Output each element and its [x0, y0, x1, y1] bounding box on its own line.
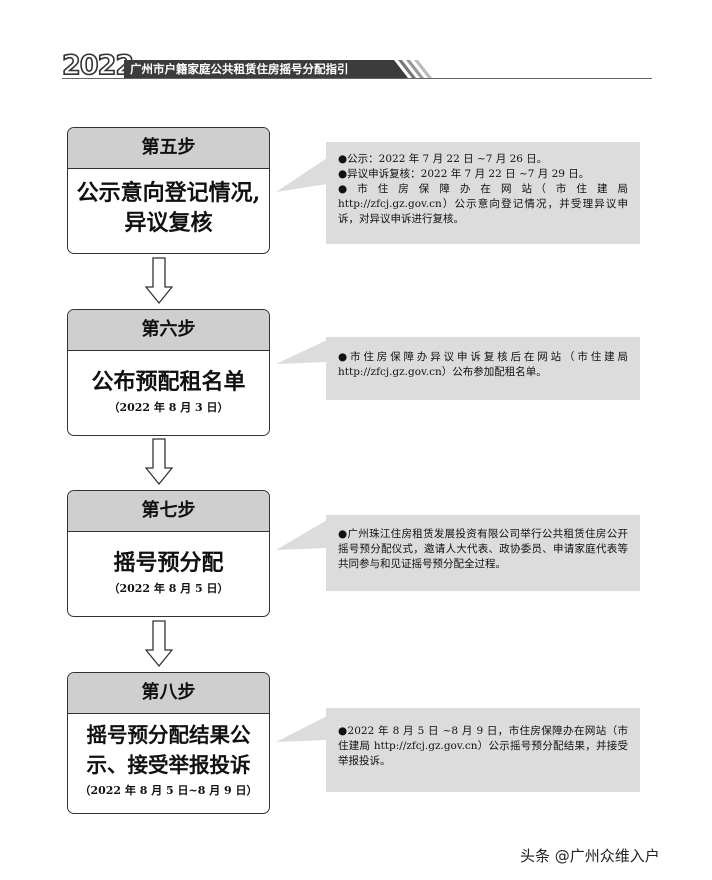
- step-8-title-line-2: 示、接受举报投诉: [86, 753, 251, 777]
- step-7-note-1: ●广州珠江住房租赁发展投资有限公司举行公共租赁住房公开摇号预分配仪式，邀请人大代…: [338, 528, 628, 570]
- watermark: 头条 @广州众维入户: [520, 847, 660, 865]
- step-5-title-line-1: 公示意向登记情况,: [76, 180, 261, 206]
- step-8-box: 第八步 摇号预分配结果公 示、接受举报投诉 （2022 年 8 月 5 日~8 …: [67, 672, 270, 814]
- down-arrow-icon: [145, 620, 173, 668]
- step-7-title: 摇号预分配: [113, 550, 224, 576]
- step-8-title-line-1: 摇号预分配结果公: [86, 723, 251, 747]
- step-6-date: （2022 年 8 月 3 日）: [108, 401, 229, 414]
- callout-tail: [276, 340, 327, 364]
- step-6-title: 公布预配租名单: [91, 369, 246, 395]
- step-5-callout: ●公示：2022 年 7 月 22 日 ~7 月 26 日。 ●异议申诉复核：2…: [326, 142, 640, 244]
- step-5-note-2: ●异议申诉复核：2022 年 7 月 22 日 ~7 月 29 日。: [338, 168, 590, 180]
- step-5-note-1: ●公示：2022 年 7 月 22 日 ~7 月 26 日。: [338, 153, 548, 165]
- step-7-callout: ●广州珠江住房租赁发展投资有限公司举行公共租赁住房公开摇号预分配仪式，邀请人大代…: [326, 515, 640, 591]
- step-6-label: 第六步: [68, 310, 269, 351]
- step-7-box: 第七步 摇号预分配 （2022 年 8 月 5 日）: [67, 490, 270, 617]
- step-8-date: （2022 年 8 月 5 日~8 月 9 日）: [79, 784, 258, 797]
- step-6-box: 第六步 公布预配租名单 （2022 年 8 月 3 日）: [67, 309, 270, 436]
- header-title: 广州市户籍家庭公共租赁住房摇号分配指引: [124, 60, 386, 78]
- step-5-note-3: ● 市 住 房 保 障 办 在 网 站（ 市 住 建 局 http://zfcj…: [338, 183, 628, 225]
- down-arrow-icon: [145, 257, 173, 305]
- down-arrow-icon: [145, 438, 173, 486]
- step-6-note-1: ●市住房保障办异议申诉复核后在网站（市住建局 http://zfcj.gz.go…: [338, 351, 628, 378]
- step-7-date: （2022 年 8 月 5 日）: [108, 582, 229, 595]
- callout-tail: [276, 716, 327, 742]
- step-5-label: 第五步: [68, 128, 269, 169]
- step-8-label: 第八步: [68, 673, 269, 714]
- header-rule: [62, 78, 652, 79]
- callout-tail: [276, 520, 327, 550]
- step-6-callout: ●市住房保障办异议申诉复核后在网站（市住建局 http://zfcj.gz.go…: [326, 337, 640, 400]
- step-5-box: 第五步 公示意向登记情况, 异议复核: [67, 127, 270, 254]
- step-5-title-line-2: 异议复核: [124, 210, 213, 236]
- header-year: 2022: [61, 50, 135, 81]
- step-8-note-1: ●2022 年 8 月 5 日 ~8 月 9 日，市住房保障办在网站（市住建局 …: [338, 725, 628, 767]
- header-stripes-decoration: [380, 60, 432, 78]
- step-8-callout: ●2022 年 8 月 5 日 ~8 月 9 日，市住房保障办在网站（市住建局 …: [326, 708, 640, 792]
- step-7-label: 第七步: [68, 491, 269, 532]
- callout-tail: [276, 158, 327, 192]
